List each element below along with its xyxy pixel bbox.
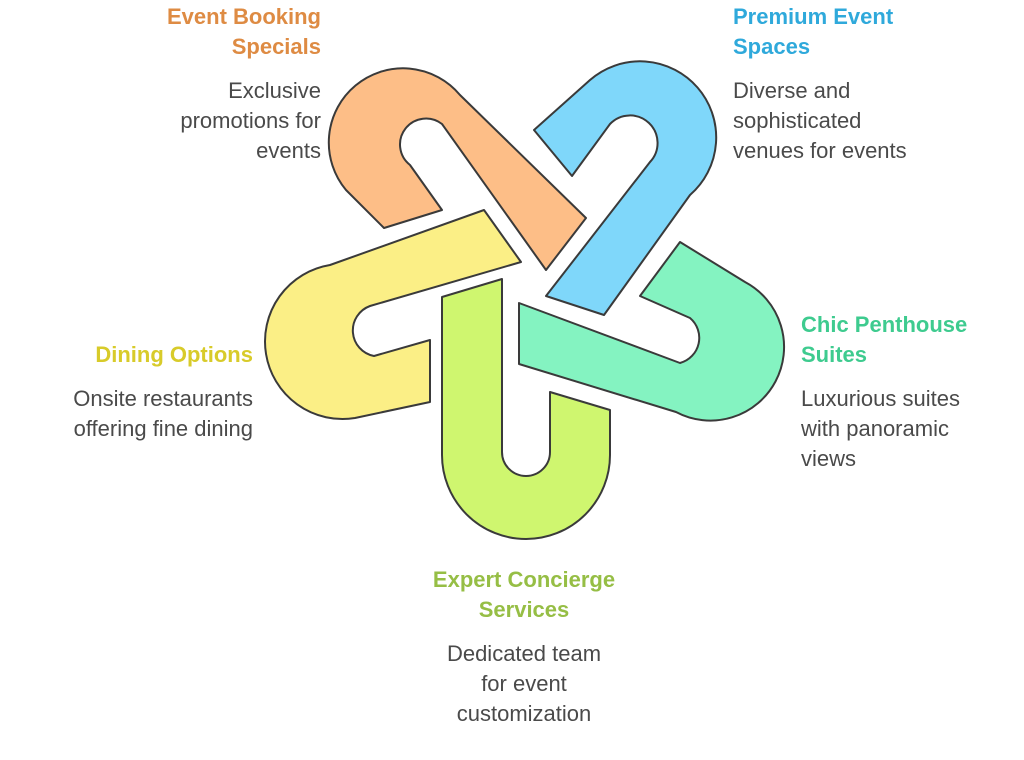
title-line: Spaces (733, 34, 811, 59)
band-premium-event-spaces (533, 60, 718, 316)
title-line: Expert Concierge (432, 567, 616, 592)
description-line: Onsite restaurants (73, 386, 253, 411)
description-line: Exclusive (228, 78, 321, 103)
band-shape (327, 67, 587, 271)
title-line: Suites (801, 342, 868, 367)
label-dining-options: Dining Options Onsite restaurants offerin… (0, 340, 253, 444)
title-line: Services (478, 597, 570, 622)
item-description: Onsite restaurants offering fine dining (0, 384, 253, 444)
title-line: Event Booking (166, 4, 321, 29)
description-line: offering fine dining (73, 416, 253, 441)
item-description: Dedicated team for event customization (374, 639, 674, 729)
description-line: promotions for (180, 108, 321, 133)
band-chic-penthouse-suites (518, 241, 786, 422)
description-line: venues for events (733, 138, 907, 163)
title-line: Specials (231, 34, 321, 59)
description-line: with panoramic (801, 416, 949, 441)
band-expert-concierge-services (441, 278, 611, 540)
item-title: Dining Options (0, 340, 253, 370)
description-line: Dedicated team (446, 641, 602, 666)
description-line: for event (481, 671, 567, 696)
band-shape (264, 209, 522, 420)
description-line: Diverse and (733, 78, 851, 103)
item-description: Luxurious suites with panoramic views (801, 384, 1021, 474)
item-description: Diverse and sophisticated venues for event… (733, 76, 1013, 166)
description-line: events (256, 138, 321, 163)
title-line: Chic Penthouse (801, 312, 968, 337)
band-shape (533, 60, 718, 316)
band-dining-options (264, 209, 522, 420)
title-line: Premium Event (733, 4, 894, 29)
description-line: Luxurious suites (801, 386, 960, 411)
description-line: customization (456, 701, 592, 726)
description-line: sophisticated (733, 108, 862, 133)
band-shape (441, 278, 611, 540)
band-shape (518, 241, 786, 422)
item-description: Exclusive promotions for events (21, 76, 321, 166)
title-line: Dining Options (95, 342, 253, 367)
description-line: views (801, 446, 857, 471)
band-event-booking-specials (327, 67, 587, 271)
